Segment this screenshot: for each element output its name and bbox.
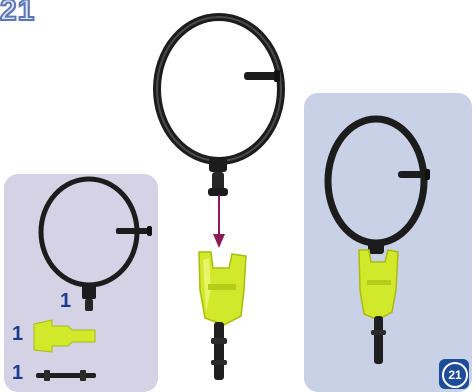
connector-assembly xyxy=(199,252,246,380)
rod-quantity: 1 xyxy=(12,362,23,385)
step-badge: 21 xyxy=(439,359,469,389)
assembled-piece xyxy=(328,119,430,364)
ring-icon xyxy=(41,179,152,311)
ring-piece xyxy=(157,17,281,196)
ring-quantity: 1 xyxy=(60,290,71,313)
black-rod-icon xyxy=(36,370,96,381)
yellow-connector-icon xyxy=(34,320,95,352)
down-arrow-icon xyxy=(213,195,225,248)
step-badge-number: 21 xyxy=(442,362,468,388)
connector-quantity: 1 xyxy=(12,323,23,346)
